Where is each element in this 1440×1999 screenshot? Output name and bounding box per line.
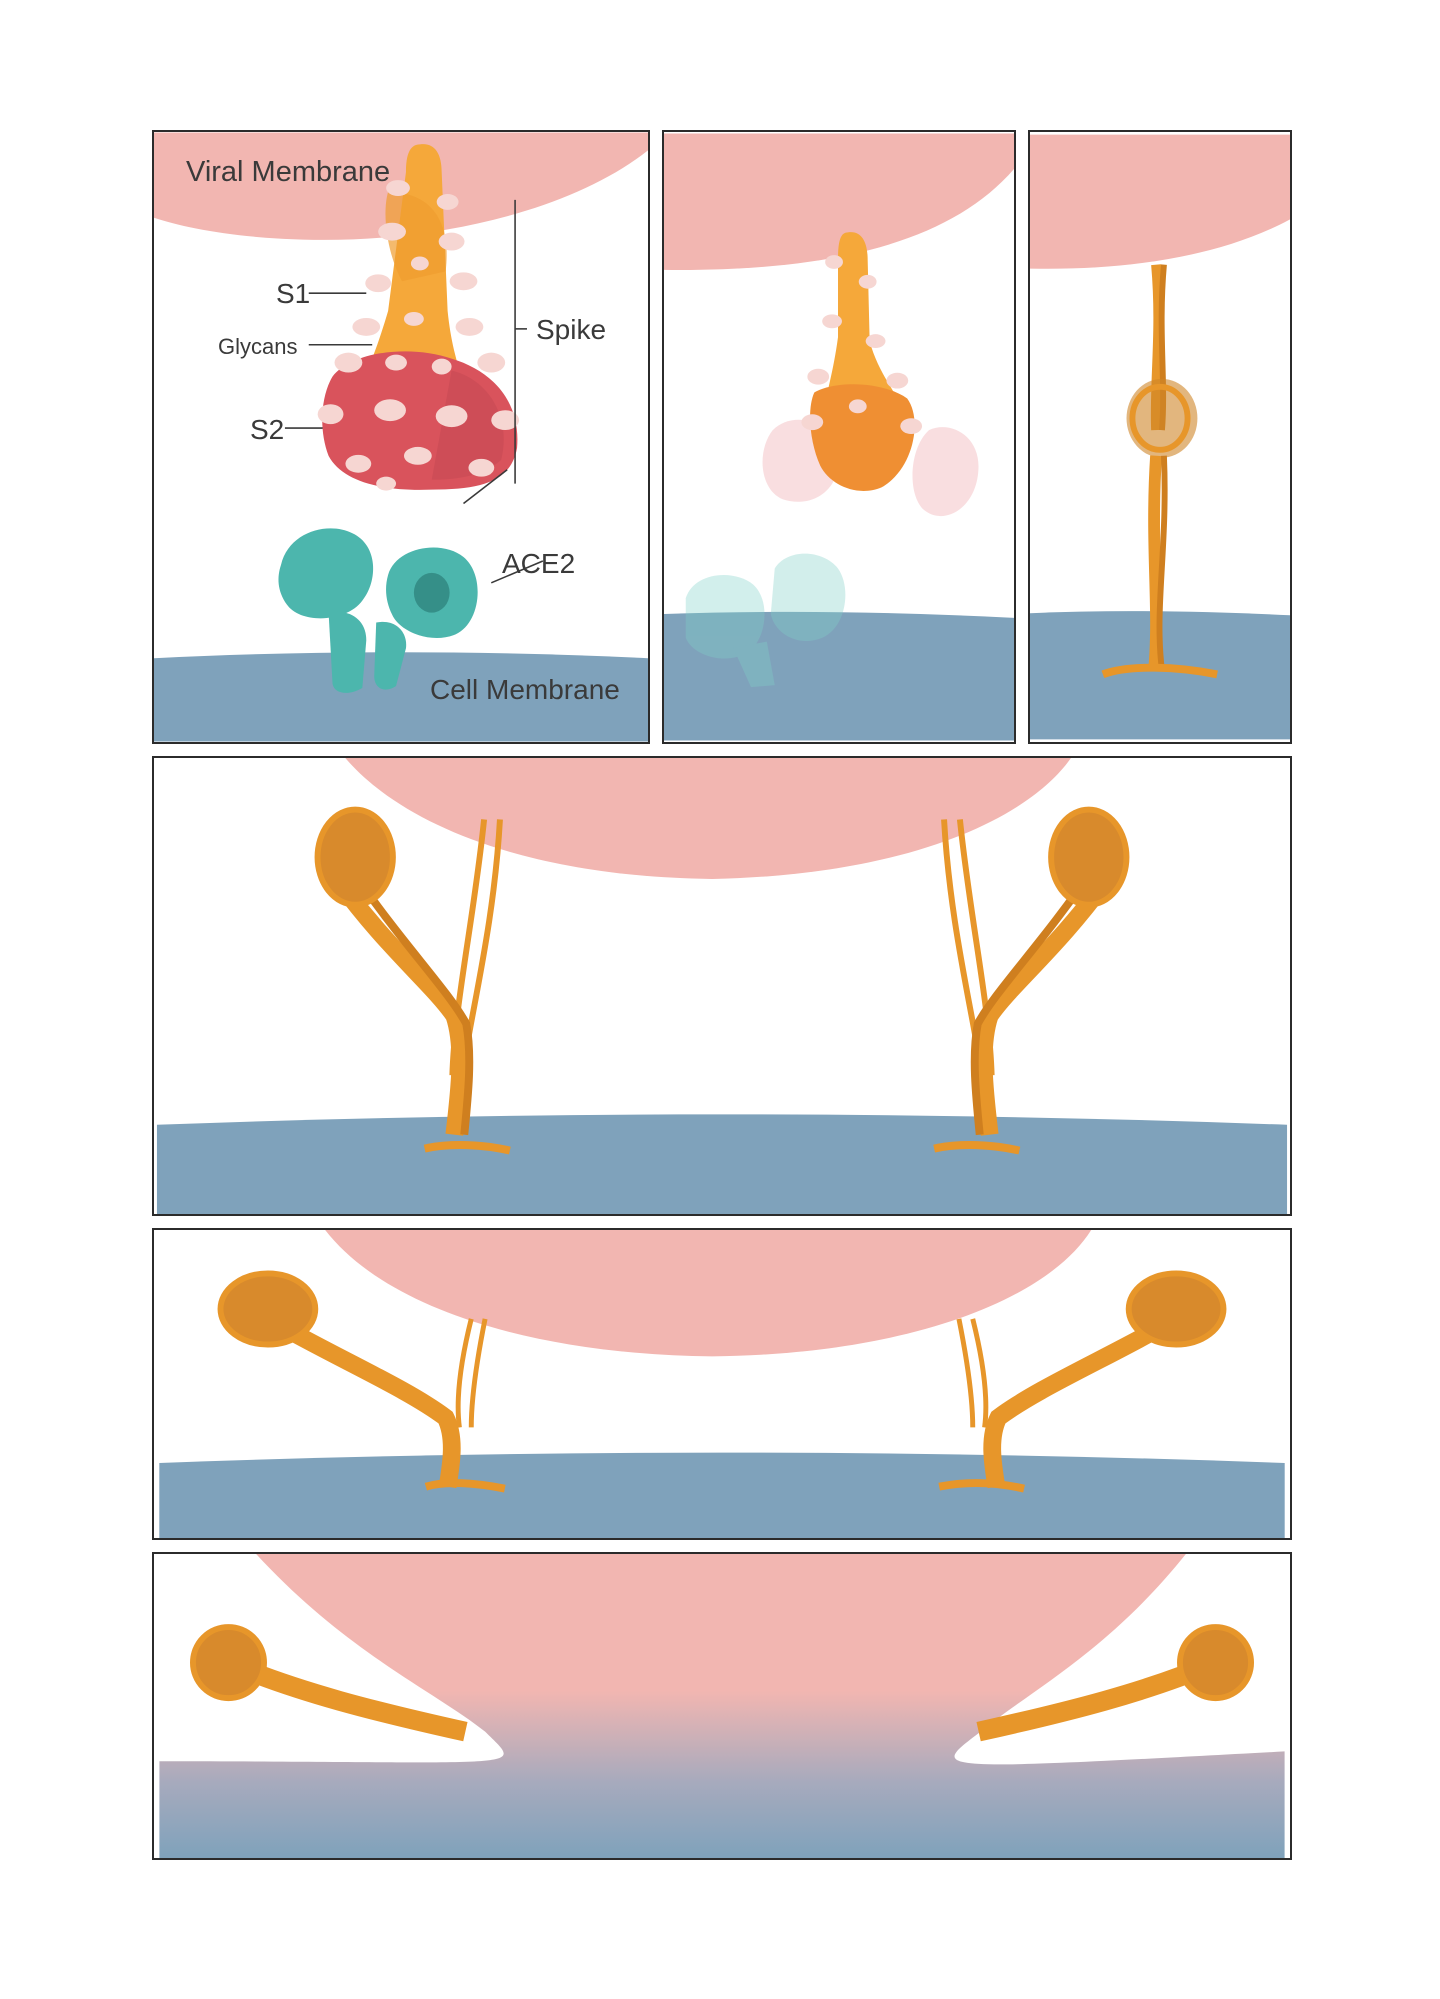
right-fusion-protein [976,1624,1254,1742]
spike-protein [801,232,923,491]
s2-label: S2 [250,414,285,445]
viral-membrane-label: Viral Membrane [186,156,391,188]
left-fusion-protein [190,1624,468,1742]
panel-4-prehairpin [152,756,1292,1216]
spike-protein [317,144,520,491]
viral-membrane [345,758,1071,879]
panel-2-binding [662,130,1016,744]
s1-label: S1 [276,278,311,309]
panel-2-art [664,133,1014,741]
glycans-label: Glycans [218,334,298,359]
ace2-receptor [278,528,478,693]
cell-membrane [154,652,648,742]
panel-6-membrane-fusion [152,1552,1292,1860]
panel-6-art [159,1554,1285,1858]
panel-4-art [156,758,1288,1214]
ace2-leader [490,560,544,584]
extended-intermediate [1101,264,1218,679]
panel-1-art [154,132,648,742]
spike-label: Spike [536,314,607,345]
panel-1-prefusion: Viral Membrane S1 Glycans S2 Spike ACE2 … [152,130,650,744]
ace2-label: ACE2 [502,548,576,579]
panel-5-art [159,1230,1285,1538]
left-fusion-protein [217,1270,506,1493]
cell-membrane [1030,611,1290,740]
cell-membrane [664,611,1014,741]
panel-3-art [1030,134,1290,740]
fused-membrane [159,1554,1285,1858]
leader-lines [284,199,527,505]
left-fusion-protein [314,806,511,1155]
glycans [317,180,520,491]
panel-5-hairpin-collapse [152,1228,1292,1540]
viral-membrane [325,1230,1092,1357]
cell-membrane-label: Cell Membrane [430,674,620,705]
right-fusion-protein [938,1270,1227,1493]
viral-membrane [1030,134,1290,269]
viral-membrane [664,133,1014,271]
cell-membrane [156,1114,1288,1214]
faded-ace2 [685,553,846,688]
panel-3-extended [1028,130,1292,744]
cell-membrane [159,1452,1285,1538]
right-fusion-protein [933,806,1130,1155]
